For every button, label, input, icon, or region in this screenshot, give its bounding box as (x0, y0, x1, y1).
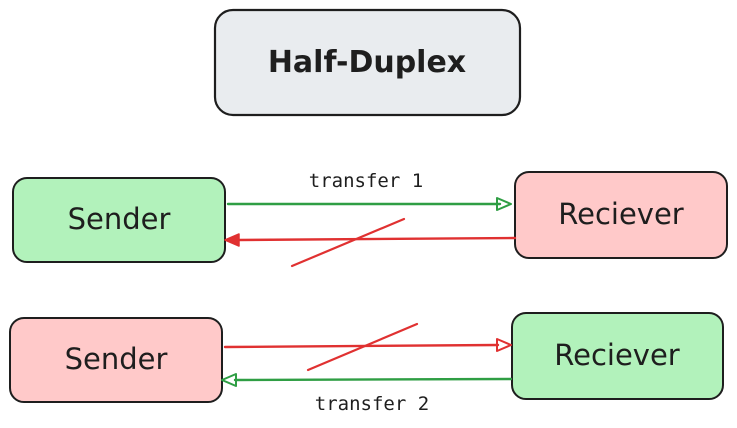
transfer-label-row-1: transfer 1 (309, 170, 423, 192)
active-arrow-line-row-2 (233, 377, 513, 382)
sender-box-row-1 (12, 177, 226, 263)
blocked-arrow-row-2 (223, 322, 512, 372)
blocked-arrow-line-row-1 (236, 236, 517, 242)
blocked-cross-row-1 (290, 217, 406, 268)
title-text: Half-Duplex (268, 45, 466, 80)
blocked-arrow-line-row-2 (223, 343, 500, 349)
blocked-cross-row-2 (306, 322, 419, 372)
title-box-shape (213, 8, 522, 117)
receiver-label-row-2: Reciever (554, 338, 680, 372)
receiver-box-row-2 (511, 312, 724, 400)
active-arrow-row-2 (221, 373, 513, 387)
sender-box-row-2 (9, 317, 223, 403)
receiver-label-row-1: Reciever (558, 197, 684, 231)
receiver-box-row-1 (514, 171, 728, 259)
active-arrow-head-row-2 (221, 373, 237, 387)
transfer-label-row-2: transfer 2 (315, 393, 429, 415)
active-arrow-head-row-1 (496, 197, 512, 211)
blocked-arrow-head-row-2 (496, 338, 512, 352)
blocked-arrow-row-1 (224, 217, 517, 268)
title-box: Half-Duplex (213, 8, 522, 117)
active-arrow-row-1 (226, 197, 512, 211)
sender-label-row-2: Sender (65, 342, 168, 376)
row-1: Sender Reciever transfer 1 (12, 170, 728, 268)
sender-label-row-1: Sender (68, 202, 171, 236)
row-2: Sender Reciever transfer 2 (9, 312, 724, 415)
blocked-arrow-head-row-1 (224, 233, 240, 247)
